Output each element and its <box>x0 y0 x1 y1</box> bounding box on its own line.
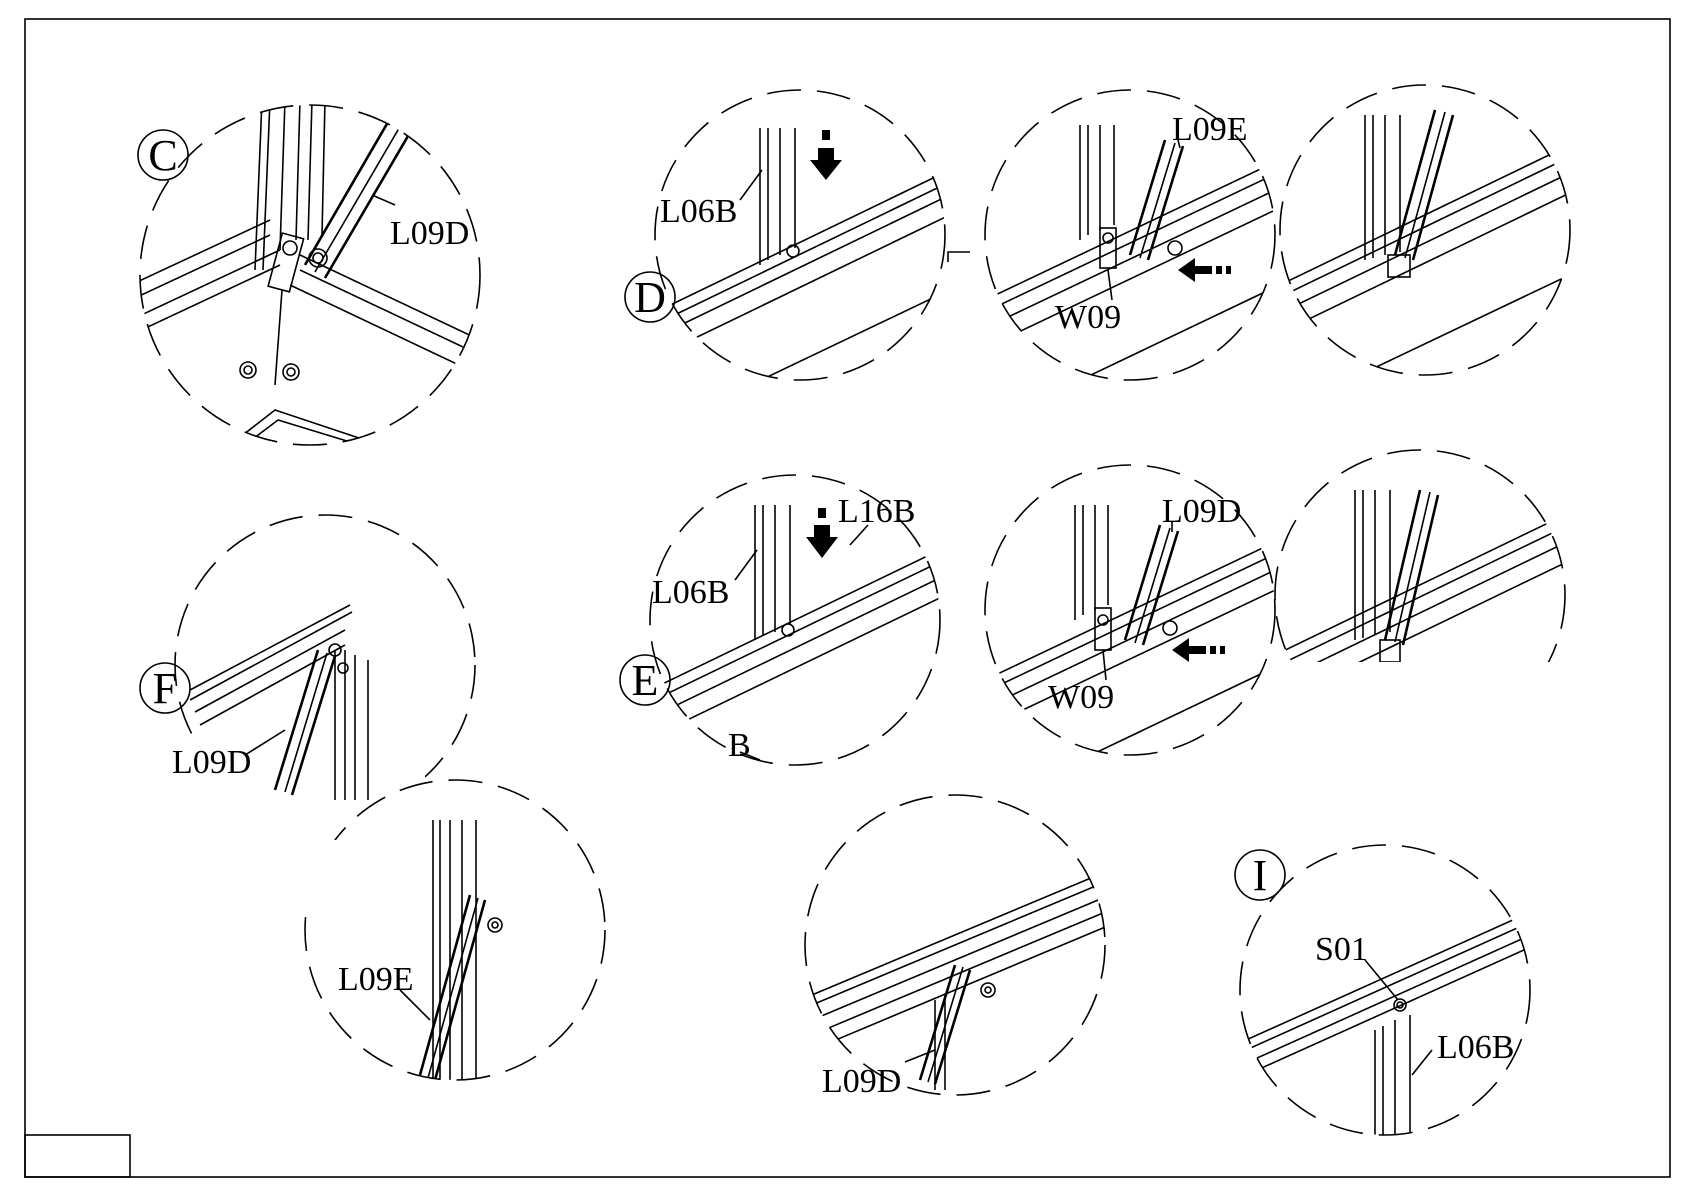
detail-i-letter: I <box>1253 851 1268 900</box>
detail-f-letter: F <box>153 664 177 713</box>
detail-f-label-l09d: L09D <box>172 744 251 781</box>
detail-d-letter: D <box>634 273 666 322</box>
detail-d: D L06B L09E <box>625 85 1580 390</box>
detail-f: F L09D <box>140 515 475 835</box>
detail-e-label-w09: W09 <box>1048 679 1114 716</box>
detail-d-label-w09: W09 <box>1055 299 1121 336</box>
detail-e-label-l06b: L06B <box>652 574 729 611</box>
detail-d-label-l06b: L06B <box>660 193 737 230</box>
detail-e-label-b: B <box>728 727 751 764</box>
detail-h-label-l09d: L09D <box>822 1063 901 1100</box>
title-block <box>25 1135 130 1177</box>
detail-i: I S01 L06B <box>1235 845 1535 1150</box>
detail-d-label-l09e: L09E <box>1172 111 1248 148</box>
detail-i-label-s01: S01 <box>1315 931 1368 968</box>
detail-e-label-l09d: L09D <box>1162 493 1241 530</box>
detail-c-letter: C <box>148 131 177 180</box>
detail-c: C L09D <box>120 100 480 445</box>
detail-c-label-l09d: L09D <box>390 215 469 252</box>
detail-h: L09D <box>800 795 1110 1100</box>
detail-e: E L06B L16B B L09 <box>620 450 1590 782</box>
detail-g-label-l09e: L09E <box>338 961 414 998</box>
detail-e-label-l16b: L16B <box>838 493 915 530</box>
detail-i-label-l06b: L06B <box>1437 1029 1514 1066</box>
detail-e-letter: E <box>632 656 659 705</box>
